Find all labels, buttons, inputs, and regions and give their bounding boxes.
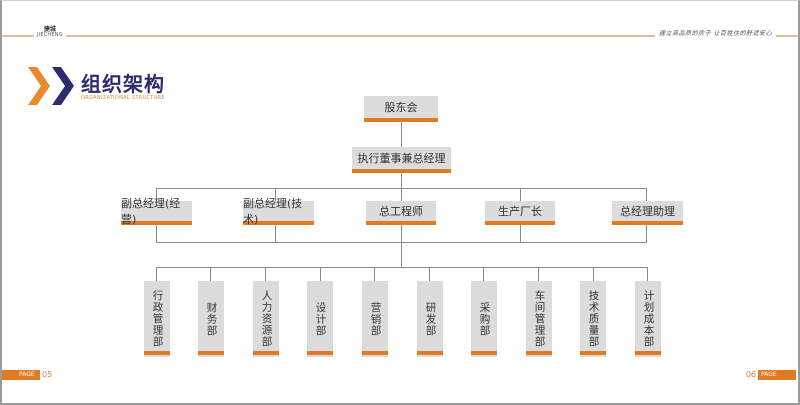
- connector-line: [210, 267, 211, 281]
- page-number-right: 06: [745, 370, 756, 379]
- dept-underline: [198, 351, 224, 355]
- dept-rnd: 研发部: [417, 281, 443, 357]
- page-number-left: 05: [42, 370, 53, 379]
- dept-admin: 行政管理部: [144, 281, 170, 357]
- connector-line: [156, 188, 647, 189]
- dept-underline: [580, 351, 606, 355]
- brand-name-cn: 捷城: [43, 26, 56, 33]
- connector-line: [156, 267, 648, 268]
- org-node-plant-manager: 生产厂长: [485, 201, 555, 225]
- connector-line: [156, 267, 157, 281]
- chevron-navy-icon: [52, 67, 74, 105]
- dept-underline: [362, 351, 388, 355]
- chevron-orange-icon: [28, 67, 50, 105]
- brand-name-en: JIECHENG: [37, 32, 63, 38]
- page-label-left: PAGE: [2, 370, 40, 380]
- node-label: 生产厂长: [498, 205, 542, 218]
- slogan: 建立高品质的房子 让百姓住的舒适安心: [655, 28, 776, 37]
- dept-underline: [144, 351, 170, 355]
- dept-procurement: 采购部: [471, 281, 497, 357]
- dept-underline: [417, 351, 443, 355]
- node-label: 总工程师: [379, 205, 423, 218]
- connector-line: [647, 267, 648, 281]
- dept-finance: 财务部: [198, 281, 224, 357]
- node-label: 副总经理(技术): [243, 197, 303, 226]
- page-subtitle: ORGANIZATIONAL STRUCTURE: [81, 95, 165, 101]
- connector-line: [374, 267, 375, 281]
- node-label: 股东会: [384, 101, 418, 114]
- dept-hr: 人力资源部: [253, 281, 279, 357]
- org-node-gm-assistant: 总经理助理: [612, 201, 683, 225]
- connector-line: [156, 242, 647, 243]
- connector-line: [593, 267, 594, 281]
- dept-planning-cost: 计划成本部: [635, 281, 661, 357]
- org-node-shareholders: 股东会: [364, 96, 438, 122]
- org-node-vp-operations: 副总经理(经营): [121, 197, 192, 226]
- dept-workshop: 车间管理部: [526, 281, 552, 357]
- page-title: 组织架构: [81, 72, 165, 96]
- connector-line: [401, 121, 402, 147]
- org-node-executive-director: 执行董事兼总经理: [352, 147, 451, 173]
- node-label: 副总经理(经营): [121, 197, 181, 226]
- node-label: 执行董事兼总经理: [357, 152, 446, 165]
- connector-line: [320, 267, 321, 281]
- page-label-right: PAGE: [758, 370, 796, 380]
- dept-design: 设计部: [307, 281, 333, 357]
- dept-underline: [471, 351, 497, 355]
- header-divider: [2, 35, 798, 37]
- dept-underline: [253, 351, 279, 355]
- dept-underline: [526, 351, 552, 355]
- node-label: 总经理助理: [620, 205, 675, 218]
- brand-logo: 捷城 JIECHENG: [34, 27, 66, 38]
- dept-underline: [635, 351, 661, 355]
- connector-line: [429, 267, 430, 281]
- dept-quality: 技术质量部: [580, 281, 606, 357]
- dept-marketing: 营销部: [362, 281, 388, 357]
- connector-line: [483, 267, 484, 281]
- org-node-chief-engineer: 总工程师: [366, 201, 436, 225]
- connector-line: [538, 267, 539, 281]
- connector-line: [265, 267, 266, 281]
- dept-underline: [307, 351, 333, 355]
- org-node-vp-technology: 副总经理(技术): [243, 197, 314, 226]
